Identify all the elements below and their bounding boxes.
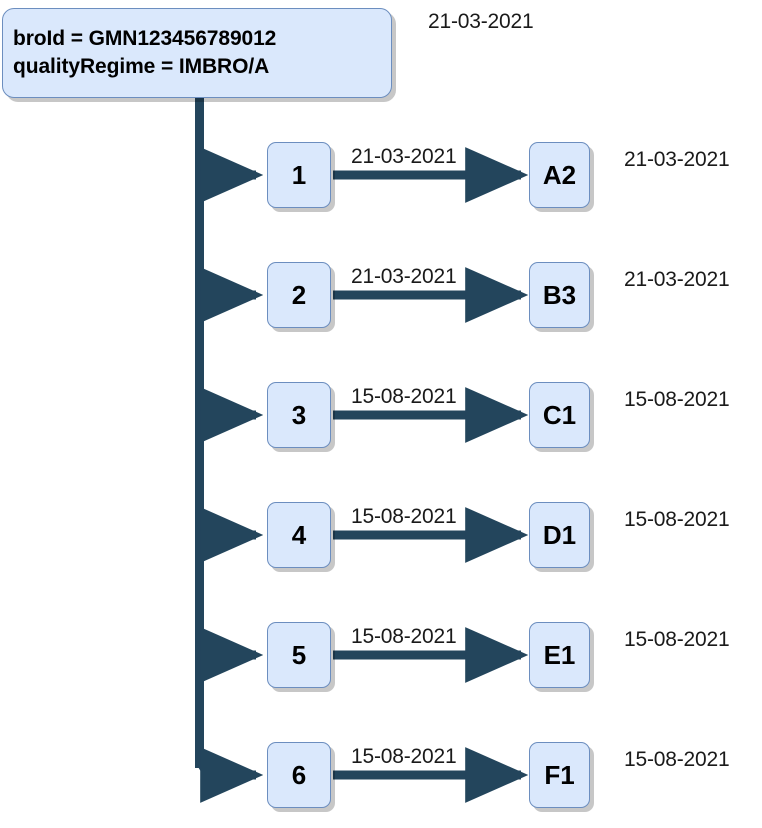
branch-connector-1 [195,147,264,203]
header-broid-line: broId = GMN123456789012 [13,27,277,51]
target-date-2: 21-03-2021 [624,268,730,291]
event-node-5[interactable]: 5 [267,622,331,688]
target-date-5: 15-08-2021 [624,628,730,651]
target-node-label-2: B3 [542,279,577,310]
event-node-label-4: 4 [291,519,307,550]
target-node-4[interactable]: D1 [529,502,590,568]
edge-label-6: 15-08-2021 [351,745,457,768]
target-node-label-3: C1 [542,399,577,430]
event-node-label-3: 3 [291,399,307,430]
event-node-label-6: 6 [291,759,307,790]
target-date-4: 15-08-2021 [624,508,730,531]
event-node-label-2: 2 [291,279,307,310]
event-node-2[interactable]: 2 [267,262,331,328]
branch-connector-5 [195,627,264,683]
branch-connector-2 [195,267,264,323]
event-node-3[interactable]: 3 [267,382,331,448]
header-registration-date: 21-03-2021 [428,10,534,33]
event-node-label-1: 1 [291,159,307,190]
target-date-6: 15-08-2021 [624,748,730,771]
target-node-label-4: D1 [542,519,577,550]
edge-label-4: 15-08-2021 [351,505,457,528]
target-node-label-5: E1 [543,639,576,670]
target-node-3[interactable]: C1 [529,382,590,448]
edge-label-2: 21-03-2021 [351,265,457,288]
target-node-6[interactable]: F1 [529,742,590,808]
target-date-3: 15-08-2021 [624,388,730,411]
target-node-5[interactable]: E1 [529,622,590,688]
edge-label-5: 15-08-2021 [351,625,457,648]
branch-connector-6 [195,747,264,803]
event-node-1[interactable]: 1 [267,142,331,208]
branch-connector-3 [195,387,264,443]
gmn-header-box[interactable]: broId = GMN123456789012 qualityRegime = … [2,8,392,98]
target-node-2[interactable]: B3 [529,262,590,328]
target-node-label-6: F1 [544,759,575,790]
header-qualityregime-line: qualityRegime = IMBRO/A [13,55,270,78]
target-date-1: 21-03-2021 [624,148,730,171]
event-node-label-5: 5 [291,639,307,670]
target-node-1[interactable]: A2 [529,142,590,208]
target-node-label-1: A2 [542,159,577,190]
event-node-4[interactable]: 4 [267,502,331,568]
edge-label-3: 15-08-2021 [351,385,457,408]
edge-label-1: 21-03-2021 [351,145,457,168]
event-node-6[interactable]: 6 [267,742,331,808]
branch-connector-4 [195,507,264,563]
